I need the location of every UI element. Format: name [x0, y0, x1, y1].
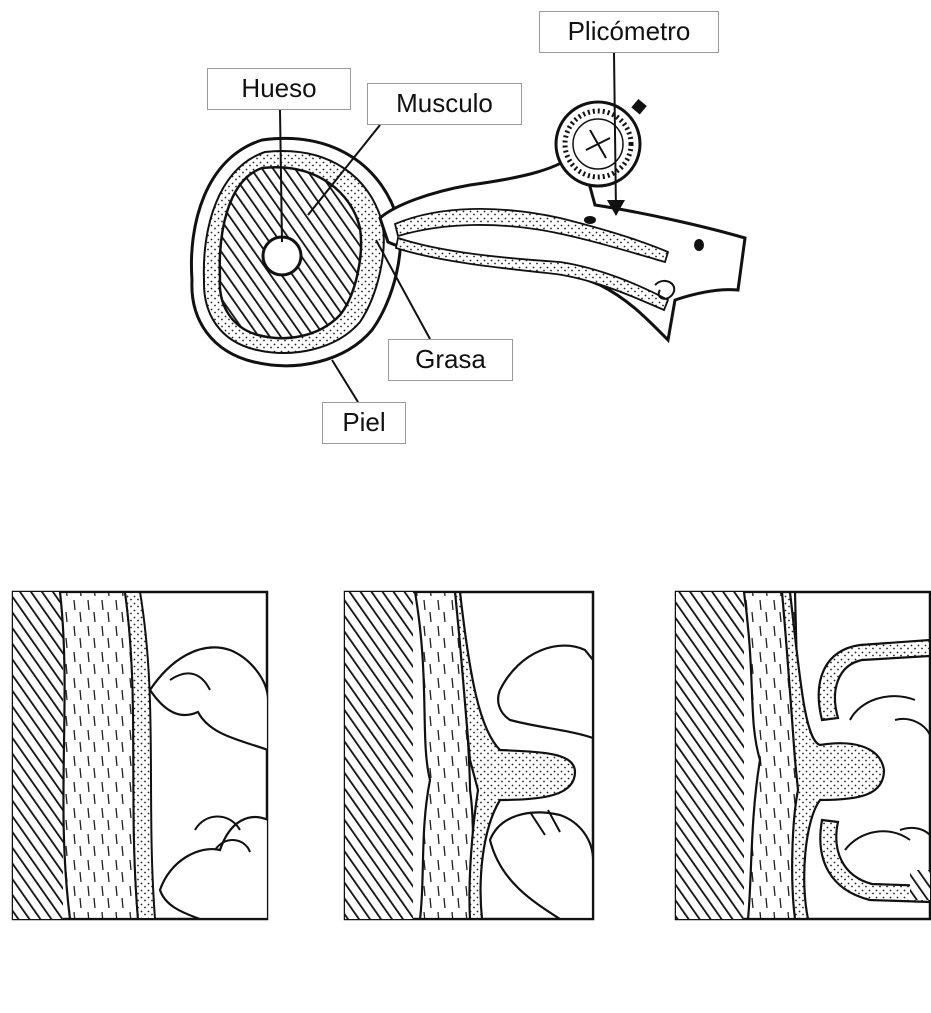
label-grasa: Grasa	[388, 339, 513, 381]
leader-piel	[332, 360, 358, 402]
label-piel: Piel	[322, 402, 406, 444]
caliper-dial	[556, 99, 647, 186]
leader-plicometro	[614, 53, 616, 212]
panel-skin-pinched	[345, 592, 593, 919]
pinched-skinfold	[380, 150, 745, 340]
panel-skin-fold-in-caliper	[676, 592, 930, 919]
label-hueso: Hueso	[207, 68, 351, 110]
bone	[263, 237, 301, 275]
label-musculo: Musculo	[367, 83, 522, 125]
label-plicometro: Plicómetro	[539, 11, 719, 53]
panel-skin-resting	[13, 592, 268, 919]
